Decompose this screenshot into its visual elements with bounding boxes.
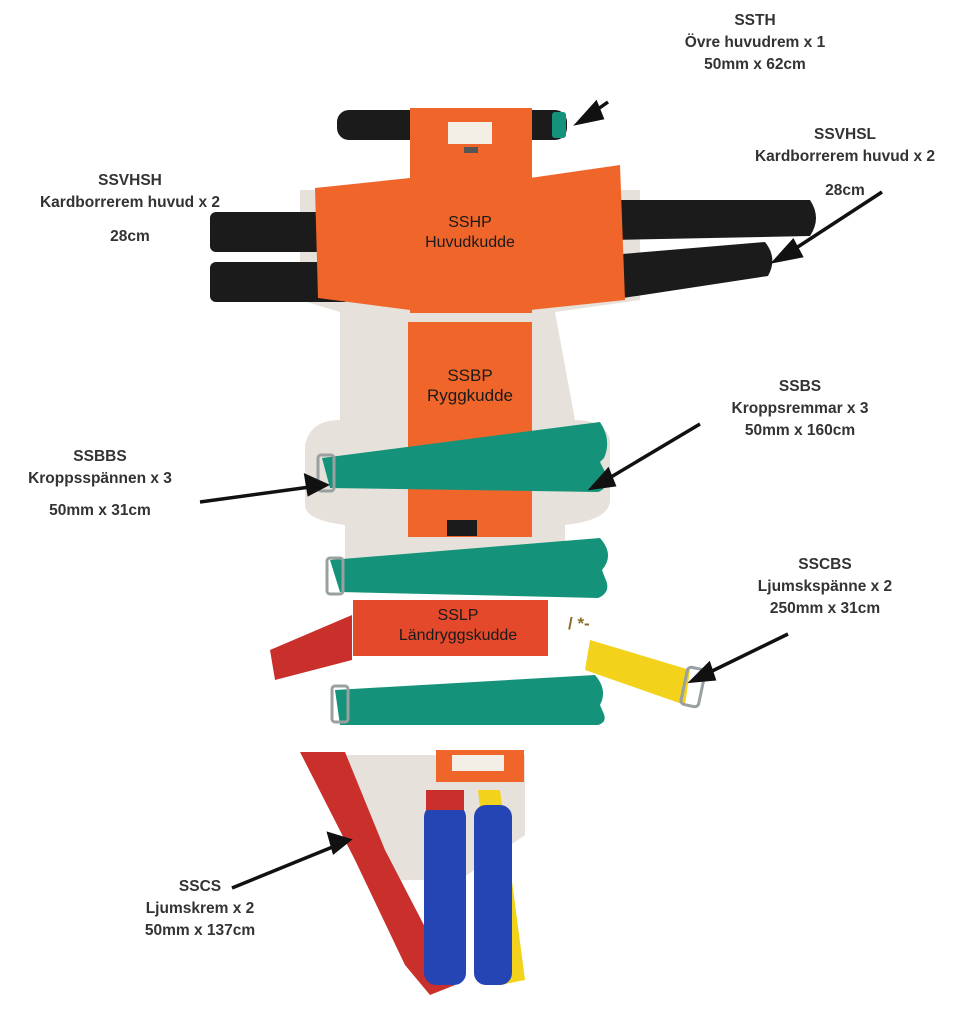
left-head-strap-upper bbox=[210, 212, 350, 252]
ssth-line1: Övre huvudrem x 1 bbox=[684, 34, 826, 51]
ssth-label: SSTH Övre huvudrem x 1 50mm x 62cm bbox=[655, 10, 855, 76]
ssvhsh-label: SSVHSH Kardborrerem huvud x 2 28cm bbox=[5, 170, 255, 248]
back-pad-panel bbox=[408, 322, 532, 537]
ssth-line2: 50mm x 62cm bbox=[704, 56, 806, 73]
ssbs-line2: 50mm x 160cm bbox=[744, 422, 856, 439]
ssvhsh-code: SSVHSH bbox=[98, 172, 162, 189]
red-buckle-strap bbox=[270, 615, 352, 680]
lumbar-pad-label: SSLP Ländryggskudde bbox=[368, 606, 548, 646]
sscs-code: SSCS bbox=[178, 878, 222, 895]
ssbs-code: SSBS bbox=[778, 378, 822, 395]
lumbar-pad-name: Ländryggskudde bbox=[398, 627, 518, 644]
back-pad-name: Ryggkudde bbox=[426, 386, 513, 405]
blue-sleeve-right bbox=[474, 805, 512, 985]
head-pad-code: SSHP bbox=[448, 214, 492, 231]
ssvhsl-label: SSVHSL Kardborrerem huvud x 2 28cm bbox=[720, 124, 970, 202]
back-pad-code: SSBP bbox=[447, 366, 493, 385]
ssvhsh-line2: 28cm bbox=[110, 228, 150, 245]
pointer-arrows bbox=[199, 99, 883, 890]
left-head-strap-lower bbox=[210, 262, 350, 302]
yellow-buckle-strap bbox=[585, 640, 690, 705]
back-pad-label: SSBP Ryggkudde bbox=[400, 366, 540, 406]
ssbbs-label: SSBBS Kroppsspännen x 3 50mm x 31cm bbox=[0, 446, 200, 522]
body-strap-2 bbox=[330, 538, 609, 598]
ssvhsh-line1: Kardborrerem huvud x 2 bbox=[39, 194, 221, 211]
head-flap-left bbox=[315, 178, 410, 310]
lumbar-pad-code: SSLP bbox=[437, 607, 479, 624]
sscs-line2: 50mm x 137cm bbox=[144, 922, 256, 939]
ssbs-label: SSBS Kroppsremmar x 3 50mm x 160cm bbox=[700, 376, 900, 442]
ssth-code: SSTH bbox=[734, 12, 776, 29]
body-strap-3 bbox=[335, 675, 605, 725]
ssbbs-line1: Kroppsspännen x 3 bbox=[28, 470, 172, 487]
ssbbs-code: SSBBS bbox=[73, 448, 127, 465]
ssbs-line1: Kroppsremmar x 3 bbox=[731, 400, 869, 417]
head-pad-label: SSHP Huvudkudde bbox=[400, 213, 540, 253]
sscbs-line1: Ljumskspänne x 2 bbox=[757, 578, 893, 595]
sscs-line1: Ljumskrem x 2 bbox=[145, 900, 255, 917]
ssvhsl-line1: Kardborrerem huvud x 2 bbox=[754, 148, 936, 165]
sscbs-label: SSCBS Ljumskspänne x 2 250mm x 31cm bbox=[725, 554, 925, 620]
lumbar-pad-panel bbox=[353, 600, 548, 656]
sscbs-code: SSCBS bbox=[798, 556, 852, 573]
right-head-strap-upper bbox=[610, 200, 816, 240]
head-pad-name: Huvudkudde bbox=[425, 234, 515, 251]
ssbbs-line2: 50mm x 31cm bbox=[49, 502, 151, 519]
sscbs-line2: 250mm x 31cm bbox=[769, 600, 881, 617]
sscs-label: SSCS Ljumskrem x 2 50mm x 137cm bbox=[100, 876, 300, 942]
blue-sleeve-left bbox=[424, 805, 466, 985]
groin-strap-red bbox=[300, 752, 455, 995]
ssvhsl-code: SSVHSL bbox=[813, 126, 876, 143]
ssvhsl-line2: 28cm bbox=[825, 182, 865, 199]
head-flap-right bbox=[530, 165, 625, 310]
right-head-strap-lower bbox=[610, 242, 773, 300]
body-strap-1 bbox=[322, 422, 608, 492]
stray-text: / *- bbox=[568, 614, 590, 633]
